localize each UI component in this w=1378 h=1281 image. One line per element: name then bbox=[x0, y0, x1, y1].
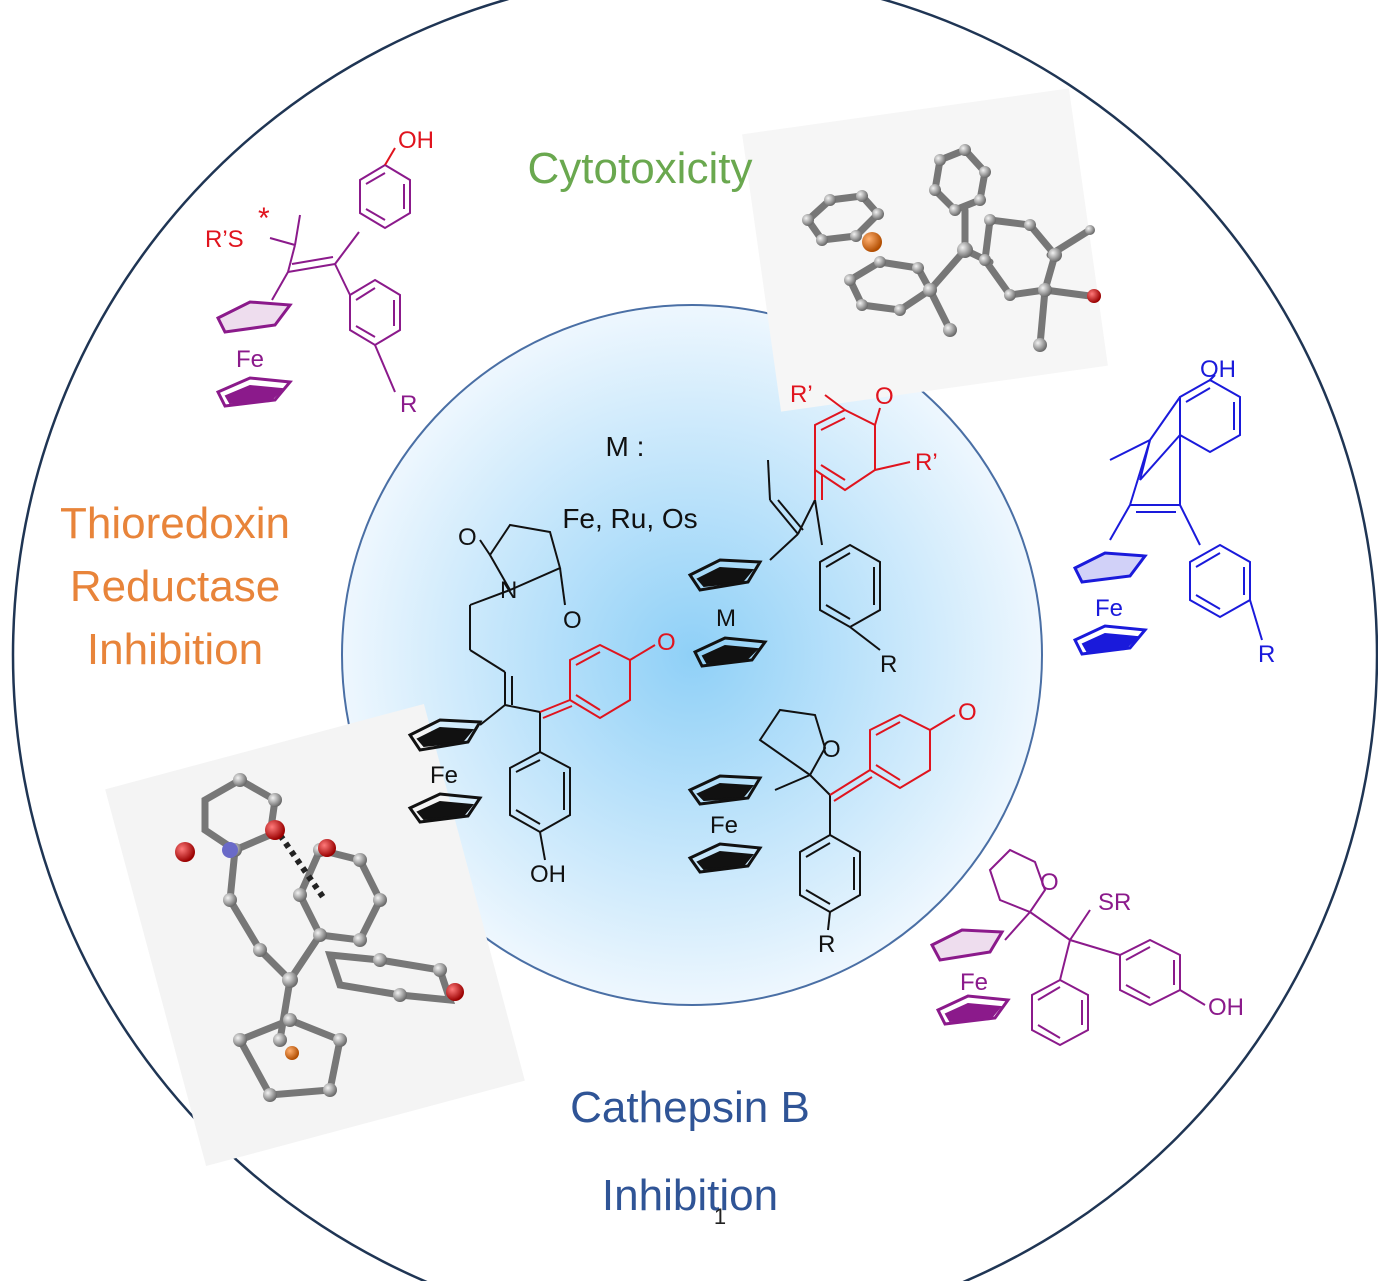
atom-r-right: R bbox=[1258, 641, 1275, 668]
atom-oh-top-left: OH bbox=[398, 127, 434, 154]
label-cathepsin-line1: Cathepsin B bbox=[570, 1083, 810, 1132]
label-cathepsin-line2: Inhibition bbox=[601, 1171, 779, 1220]
outer-ring bbox=[11, 0, 1378, 1281]
atom-o-quinone-bottom: O bbox=[958, 699, 977, 726]
atom-r-center-top: R bbox=[880, 651, 897, 678]
atom-oh-right: OH bbox=[1200, 356, 1236, 383]
atom-o-bottom-right: O bbox=[1040, 869, 1059, 896]
atom-oh-bottom-right: OH bbox=[1208, 994, 1244, 1021]
quinone-center-top-right bbox=[814, 394, 911, 500]
label-thioredoxin-line3: Inhibition bbox=[86, 625, 264, 674]
atom-fe-right: Fe bbox=[1095, 595, 1123, 622]
structure-center-bottom-right bbox=[687, 708, 861, 931]
atom-rs-prime: R’S bbox=[205, 226, 244, 253]
atom-o-succinimide-2: O bbox=[563, 607, 582, 634]
atom-n: N bbox=[500, 577, 517, 604]
atom-fe-center-bottom: Fe bbox=[710, 812, 738, 839]
label-thioredoxin-line1: Thioredoxin bbox=[60, 499, 290, 548]
structure-right-blue bbox=[1072, 374, 1263, 656]
quinone-center-bottom-right bbox=[829, 713, 956, 802]
atom-fe-bottom-right: Fe bbox=[960, 969, 988, 996]
label-metals: Fe, Ru, Os bbox=[562, 503, 698, 534]
label-thioredoxin-line2: Reductase bbox=[69, 562, 281, 611]
atom-r-prime-top: R’ bbox=[790, 381, 813, 408]
structure-bottom-right bbox=[929, 848, 1206, 1047]
atom-o-quinone-left: O bbox=[657, 629, 676, 656]
atom-o-succinimide-1: O bbox=[458, 524, 477, 551]
atom-o-thf: O bbox=[822, 736, 841, 763]
label-cytotoxicity: Cytotoxicity bbox=[527, 144, 753, 193]
page-number: 1 bbox=[713, 1204, 727, 1229]
atom-r-top-left: R bbox=[400, 391, 417, 418]
label-thioredoxin-reductase: Thioredoxin Reductase Inhibition bbox=[20, 492, 330, 681]
structure-center-left bbox=[407, 523, 571, 861]
atom-fe-top-left: Fe bbox=[236, 346, 264, 373]
structure-center-top-right bbox=[687, 459, 881, 668]
atom-r-center-bottom: R bbox=[818, 931, 835, 958]
label-metal-m: M : bbox=[605, 431, 645, 462]
quinone-center-left bbox=[539, 643, 656, 720]
atom-oh-center-left: OH bbox=[530, 861, 566, 888]
atom-o-quinone-top: O bbox=[875, 383, 894, 410]
structure-top-left bbox=[215, 147, 411, 408]
atom-m: M bbox=[716, 605, 736, 632]
atom-r-prime-right: R’ bbox=[915, 449, 938, 476]
atom-sr: SR bbox=[1098, 889, 1131, 916]
atom-fe-center-left: Fe bbox=[430, 762, 458, 789]
inner-circle bbox=[341, 304, 1043, 1006]
stereo-star: * bbox=[258, 202, 270, 235]
molecule-3d-top-right bbox=[742, 88, 1108, 412]
